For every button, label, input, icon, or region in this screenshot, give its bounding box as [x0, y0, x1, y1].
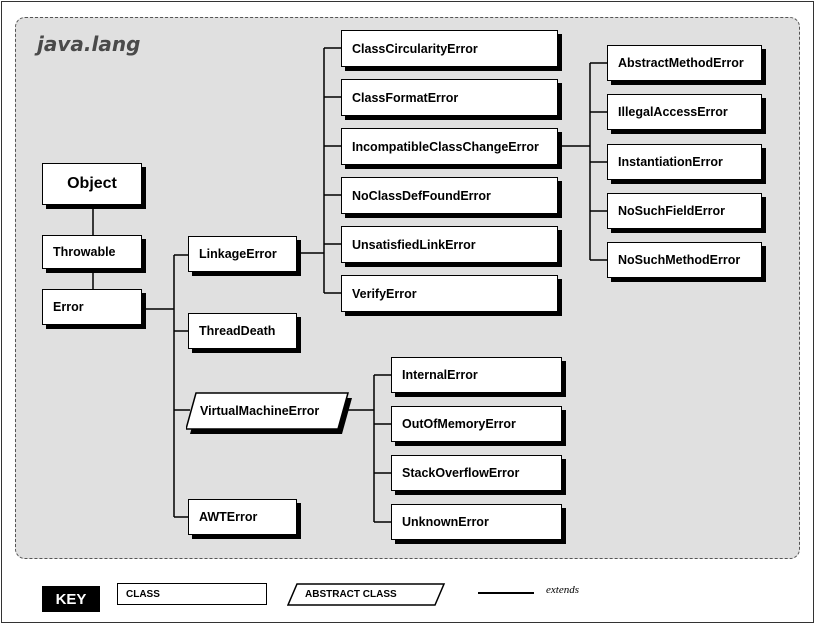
class-class-circularity-error: ClassCircularityError	[341, 30, 558, 67]
key-extends-label: extends	[546, 584, 579, 596]
class-instantiation-error: InstantiationError	[607, 144, 762, 180]
class-abstract-method-error: AbstractMethodError	[607, 45, 762, 81]
class-out-of-memory-error: OutOfMemoryError	[391, 406, 562, 442]
class-stack-overflow-error: StackOverflowError	[391, 455, 562, 491]
class-object: Object	[42, 163, 142, 205]
class-verify-error: VerifyError	[341, 275, 558, 312]
class-throwable: Throwable	[42, 235, 142, 269]
class-incompatible-class-change-error: IncompatibleClassChangeError	[341, 128, 558, 165]
class-illegal-access-error: IllegalAccessError	[607, 94, 762, 130]
key-class: CLASS	[117, 583, 267, 605]
key-abstract-shape	[287, 583, 446, 606]
key-label: KEY	[42, 586, 100, 612]
package-title: java.lang	[37, 32, 141, 56]
class-awt-error: AWTError	[188, 499, 297, 535]
class-linkage-error: LinkageError	[188, 236, 297, 272]
class-no-class-def-found-error: NoClassDefFoundError	[341, 177, 558, 214]
key-abstract-class-label: ABSTRACT CLASS	[305, 588, 397, 600]
class-class-format-error: ClassFormatError	[341, 79, 558, 116]
key-abstract-class: ABSTRACT CLASS	[287, 583, 446, 606]
class-no-such-method-error: NoSuchMethodError	[607, 242, 762, 278]
abstract-class-shape	[186, 392, 352, 434]
class-internal-error: InternalError	[391, 357, 562, 393]
class-unknown-error: UnknownError	[391, 504, 562, 540]
class-virtual-machine-error: VirtualMachineError	[200, 404, 320, 418]
abstract-class-virtual-machine-error: VirtualMachineError	[186, 392, 352, 434]
class-no-such-field-error: NoSuchFieldError	[607, 193, 762, 229]
key-extends-line	[478, 592, 534, 594]
class-unsatisfied-link-error: UnsatisfiedLinkError	[341, 226, 558, 263]
class-thread-death: ThreadDeath	[188, 313, 297, 349]
class-error: Error	[42, 289, 142, 325]
